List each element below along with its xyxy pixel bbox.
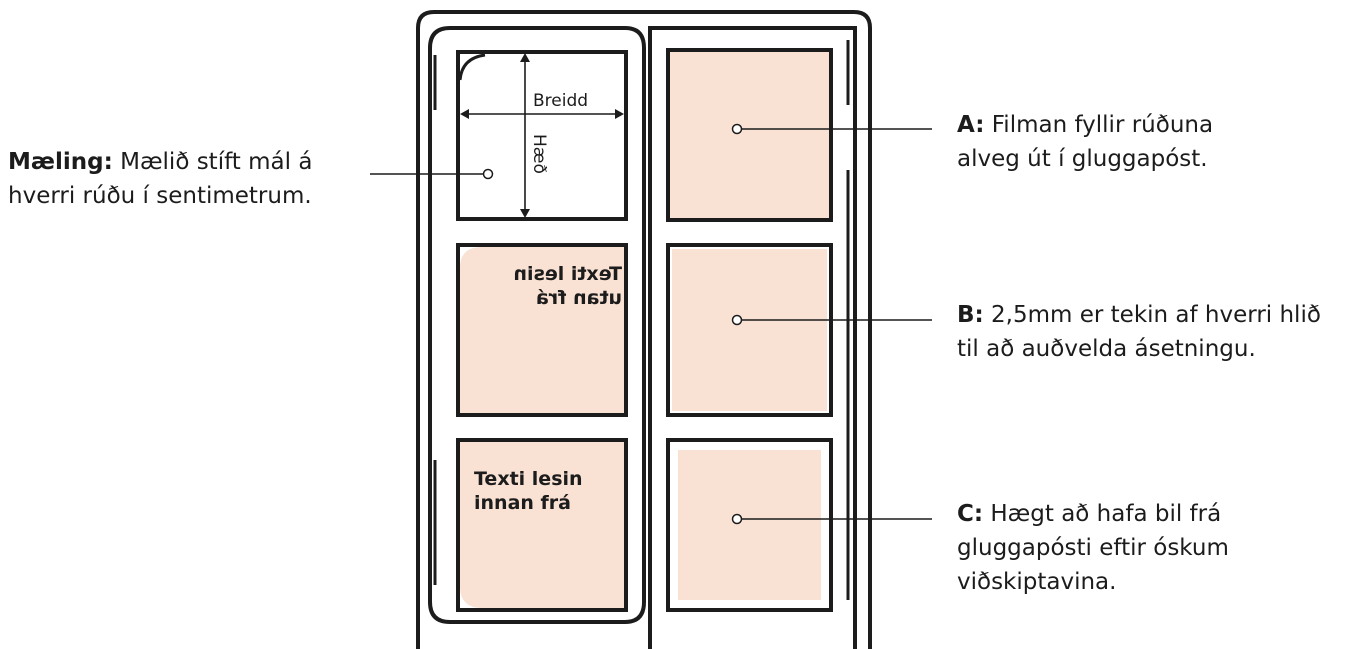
inside-text-line2: innan frá xyxy=(474,492,571,514)
measurement-callout: Mæling: Mælið stíft mál á hverri rúðu í … xyxy=(8,145,312,213)
pane-b-film xyxy=(672,249,827,411)
pane-c-marker xyxy=(731,513,743,525)
measurement-marker xyxy=(482,168,494,180)
width-label: Breidd xyxy=(533,91,588,111)
left-sash-frame xyxy=(428,26,646,624)
pane-b-marker xyxy=(731,314,743,326)
measurement-pane xyxy=(456,50,628,221)
measurement-callout-line2: hverri rúðu í sentimetrum. xyxy=(8,183,312,209)
width-arrowhead-right xyxy=(615,109,624,119)
inside-text-line1: Texti lesin xyxy=(474,468,583,490)
inside-text-film xyxy=(460,442,624,608)
pane-a-frame xyxy=(666,48,833,222)
callout-b-line2: til að auðvelda ásetningu. xyxy=(957,336,1256,362)
height-arrowhead-top xyxy=(520,53,530,62)
callout-a: A: Filman fyllir rúðuna alveg út í glugg… xyxy=(957,108,1213,176)
measurement-pane-corner xyxy=(458,53,486,81)
callout-c-prefix: C: xyxy=(957,501,984,527)
height-label: Hæð xyxy=(529,134,549,174)
callout-b-line1: 2,5mm er tekin af hverri hlið xyxy=(991,302,1321,328)
callout-c-line2: gluggapósti eftir óskum xyxy=(957,535,1229,561)
pane-a-marker xyxy=(731,123,743,135)
callout-a-line1: Filman fyllir rúðuna xyxy=(991,112,1214,138)
callout-c-line1: Hægt að hafa bil frá xyxy=(990,501,1222,527)
callout-b: B: 2,5mm er tekin af hverri hlið til að … xyxy=(957,298,1321,366)
callout-c: C: Hægt að hafa bil frá gluggapósti efti… xyxy=(957,497,1229,599)
outside-text-mirrored: Texti lesin utan frá xyxy=(513,263,622,309)
callout-b-prefix: B: xyxy=(957,302,984,328)
height-arrowhead-bottom xyxy=(520,209,530,218)
callout-a-line2: alveg út í gluggapóst. xyxy=(957,146,1208,172)
callout-c-line3: viðskiptavina. xyxy=(957,569,1117,595)
width-arrowhead-left xyxy=(460,109,469,119)
right-sash-frame xyxy=(648,26,857,649)
measurement-callout-line1: Mælið stíft mál á xyxy=(120,149,313,175)
callout-a-prefix: A: xyxy=(957,112,985,138)
outside-text-line2: utan frá xyxy=(536,287,622,309)
pane-c-film xyxy=(678,450,821,600)
window-outer-frame xyxy=(416,10,872,649)
measurement-callout-prefix: Mæling: xyxy=(8,149,113,175)
outside-text-line1: Texti lesin xyxy=(513,263,622,285)
outside-text-film xyxy=(460,247,624,413)
